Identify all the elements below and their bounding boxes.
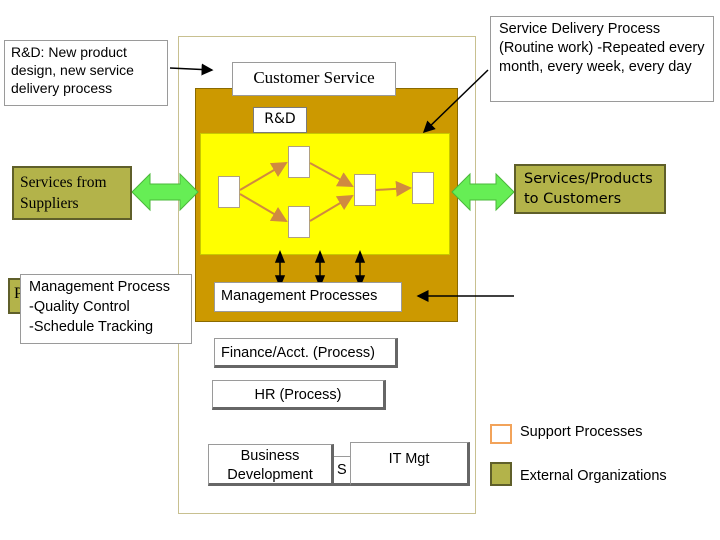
service-delivery-arrow	[422, 69, 489, 134]
management-processes-box: Management Processes	[214, 282, 402, 312]
finance-process-label: Finance/Acct. (Process)	[221, 345, 375, 361]
customers-label: Services/Products to Customers	[524, 171, 653, 207]
is-process-fragment: S	[337, 462, 347, 478]
management-note-line-3: -Schedule Tracking	[29, 319, 154, 335]
service-delivery-note: Service Delivery Process (Routine work) …	[490, 16, 714, 102]
process-flow-arrows	[239, 161, 412, 223]
hr-process-box: HR (Process)	[212, 380, 386, 410]
management-note-line-1: Management Process	[29, 279, 171, 295]
suppliers-label: Services from Suppliers	[20, 174, 107, 212]
process-node-merge	[354, 174, 376, 206]
legend-external-swatch	[490, 462, 512, 486]
rd-note-arrow	[169, 63, 214, 76]
management-note-line-2: -Quality Control	[29, 299, 130, 315]
rd-note-text: R&D: New product design, new service del…	[11, 44, 134, 96]
business-development-box: Business Development	[208, 444, 334, 486]
process-node-upper	[288, 146, 310, 178]
rd-note: R&D: New product design, new service del…	[4, 40, 168, 106]
suppliers-box: Services from Suppliers	[12, 166, 132, 220]
business-development-label: Business Development	[227, 448, 313, 483]
legend-support-label: Support Processes	[520, 424, 643, 440]
service-delivery-note-text: Service Delivery Process (Routine work) …	[499, 21, 705, 75]
supplier-flow-arrow	[131, 172, 199, 212]
process-node-start	[218, 176, 240, 208]
customer-service-box: Customer Service	[232, 62, 396, 96]
management-link-arrows	[274, 249, 366, 289]
process-node-lower	[288, 206, 310, 238]
rd-label: R&D	[253, 107, 307, 133]
hidden-letter: P	[14, 285, 23, 302]
hr-process-label: HR (Process)	[254, 387, 342, 403]
customer-flow-arrow	[451, 172, 515, 212]
process-node-end	[412, 172, 434, 204]
it-mgt-label: IT Mgt	[388, 451, 430, 467]
customer-service-label: Customer Service	[253, 68, 375, 87]
legend-support-swatch	[490, 424, 512, 444]
customers-box: Services/Products to Customers	[514, 164, 666, 214]
finance-process-box: Finance/Acct. (Process)	[214, 338, 398, 368]
management-processes-label: Management Processes	[221, 288, 378, 304]
management-note: Management Process -Quality Control -Sch…	[20, 274, 192, 344]
legend-external-label: External Organizations	[520, 468, 667, 484]
it-mgt-box: IT Mgt	[350, 442, 470, 486]
